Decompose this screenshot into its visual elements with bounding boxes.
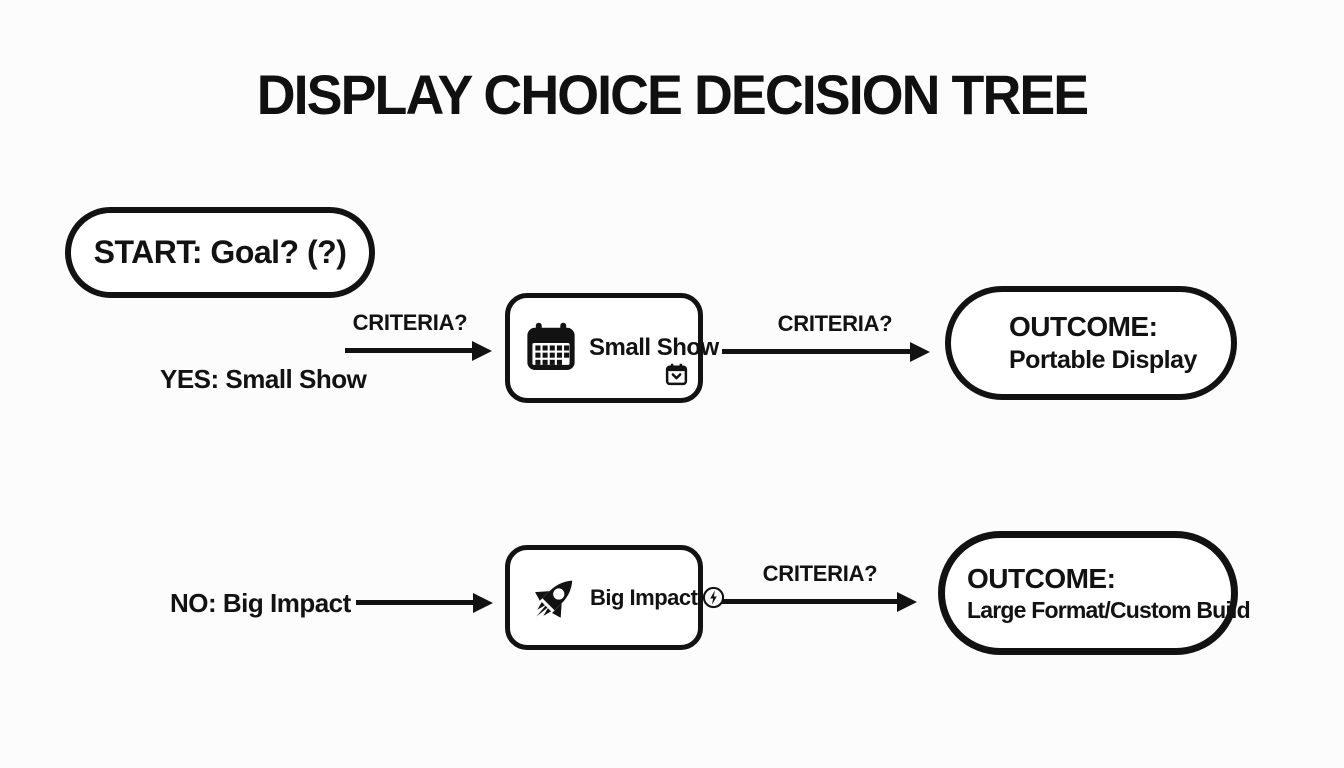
start-node-label: START: Goal? (?) [93, 234, 347, 270]
small-show-node-label: Small Show [589, 334, 719, 361]
criteria-label-3: CRITERIA? [762, 561, 878, 586]
start-node: START: Goal? (?) [65, 207, 375, 298]
branch-label-yes: YES: Small Show [160, 364, 367, 394]
calendar-icon [524, 321, 578, 375]
outcome-node-portable: OUTCOME: Portable Display [945, 286, 1237, 400]
big-impact-node-label: Big Impact [590, 584, 698, 610]
arrow-big-impact-to-outcome [722, 599, 898, 604]
page-title: DISPLAY CHOICE DECISION TREE [256, 63, 1089, 126]
outcome-node-large-format: OUTCOME: Large Format/Custom Build [938, 531, 1251, 655]
criteria-label-2: CRITERIA? [777, 311, 893, 336]
arrow-yes-to-small-show [345, 348, 473, 353]
small-show-node: Small Show [505, 293, 719, 403]
arrow-small-show-to-outcome [722, 349, 911, 354]
big-impact-node: Big Impact [505, 545, 725, 650]
outcome-heading: OUTCOME: [967, 562, 1116, 594]
bolt-circle-icon [702, 586, 725, 609]
outcome-detail: Large Format/Custom Build [967, 596, 1251, 623]
rocket-icon [524, 569, 582, 627]
outcome-detail: Portable Display [1009, 346, 1197, 375]
outcome-heading: OUTCOME: [1009, 311, 1158, 343]
arrow-no-to-big-impact [356, 600, 474, 605]
calendar-check-icon [664, 362, 689, 387]
branch-label-no: NO: Big Impact [170, 588, 351, 618]
criteria-label-1: CRITERIA? [352, 310, 468, 335]
